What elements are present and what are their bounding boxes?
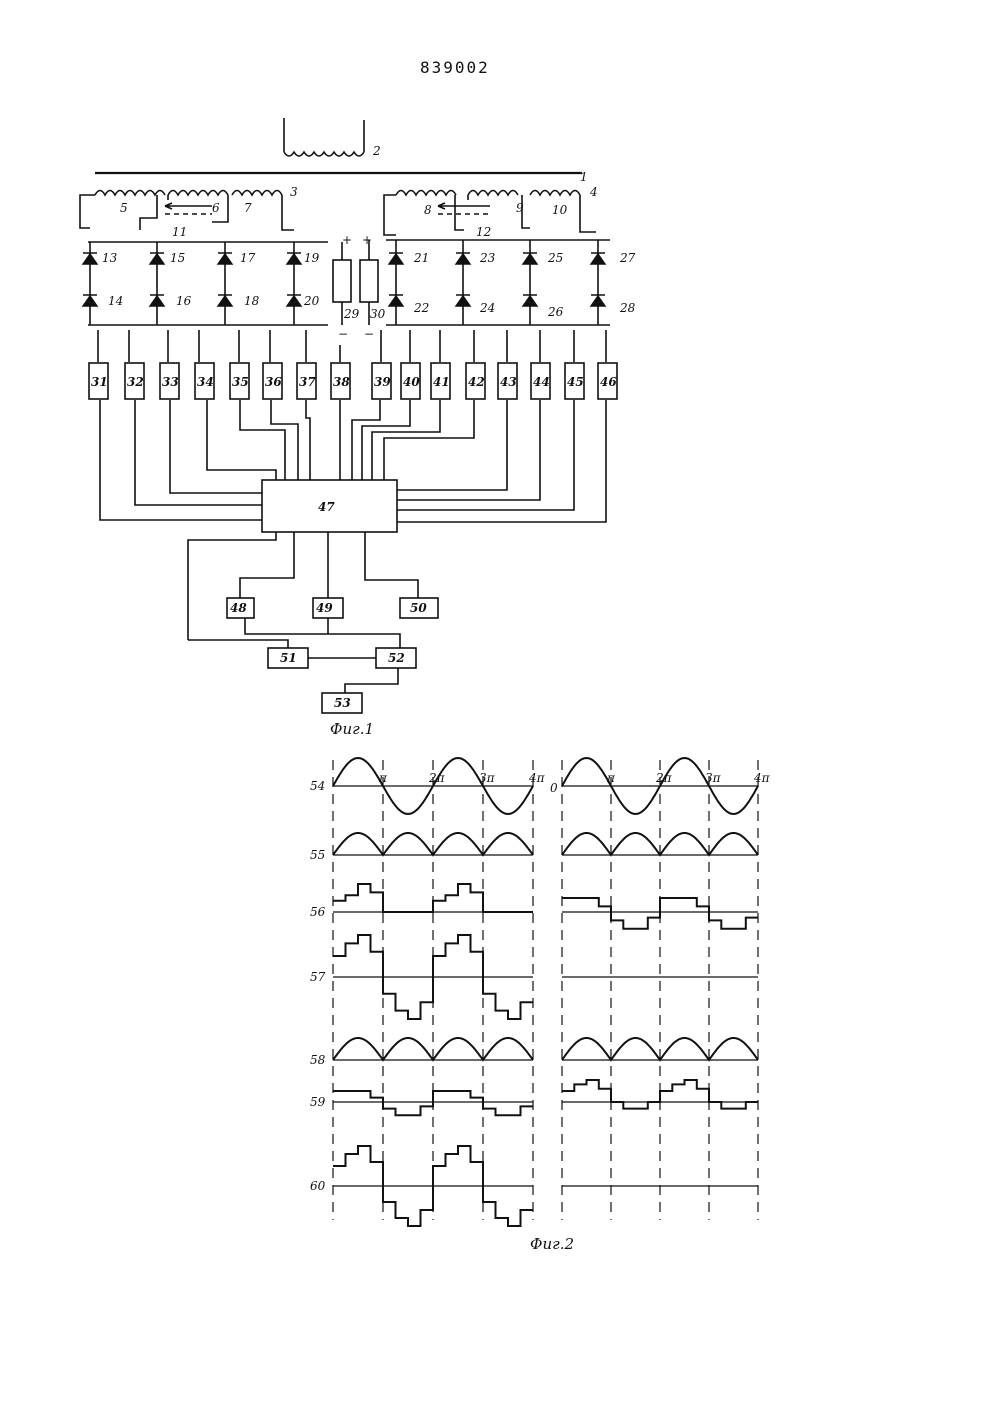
figure-1-caption: Фиг.1: [330, 720, 374, 738]
waveform-row-number: 55: [310, 848, 325, 862]
phase-tick-label: π: [606, 771, 616, 785]
figure-2-caption: Фиг.2: [530, 1235, 574, 1253]
stepped-waveform: [562, 898, 758, 929]
stepped-waveform: [333, 1091, 533, 1115]
phase-tick-label: π: [378, 771, 388, 785]
waveform-row-number: 54: [310, 779, 325, 793]
zero-label: 0: [550, 781, 558, 795]
waveform-row-number: 60: [310, 1179, 326, 1193]
phase-tick-label: 2π: [655, 771, 673, 785]
waveform-row-number: 59: [310, 1095, 326, 1109]
waveform-row-number: 56: [310, 905, 326, 919]
phase-tick-label: 4π: [528, 771, 546, 785]
phase-tick-label: 4π: [753, 771, 771, 785]
phase-tick-label: 2π: [428, 771, 446, 785]
phase-tick-label: 3π: [705, 771, 722, 785]
waveform-row-number: 58: [310, 1053, 326, 1067]
phase-tick-label: 3π: [479, 771, 496, 785]
waveform-row-number: 57: [310, 970, 326, 984]
